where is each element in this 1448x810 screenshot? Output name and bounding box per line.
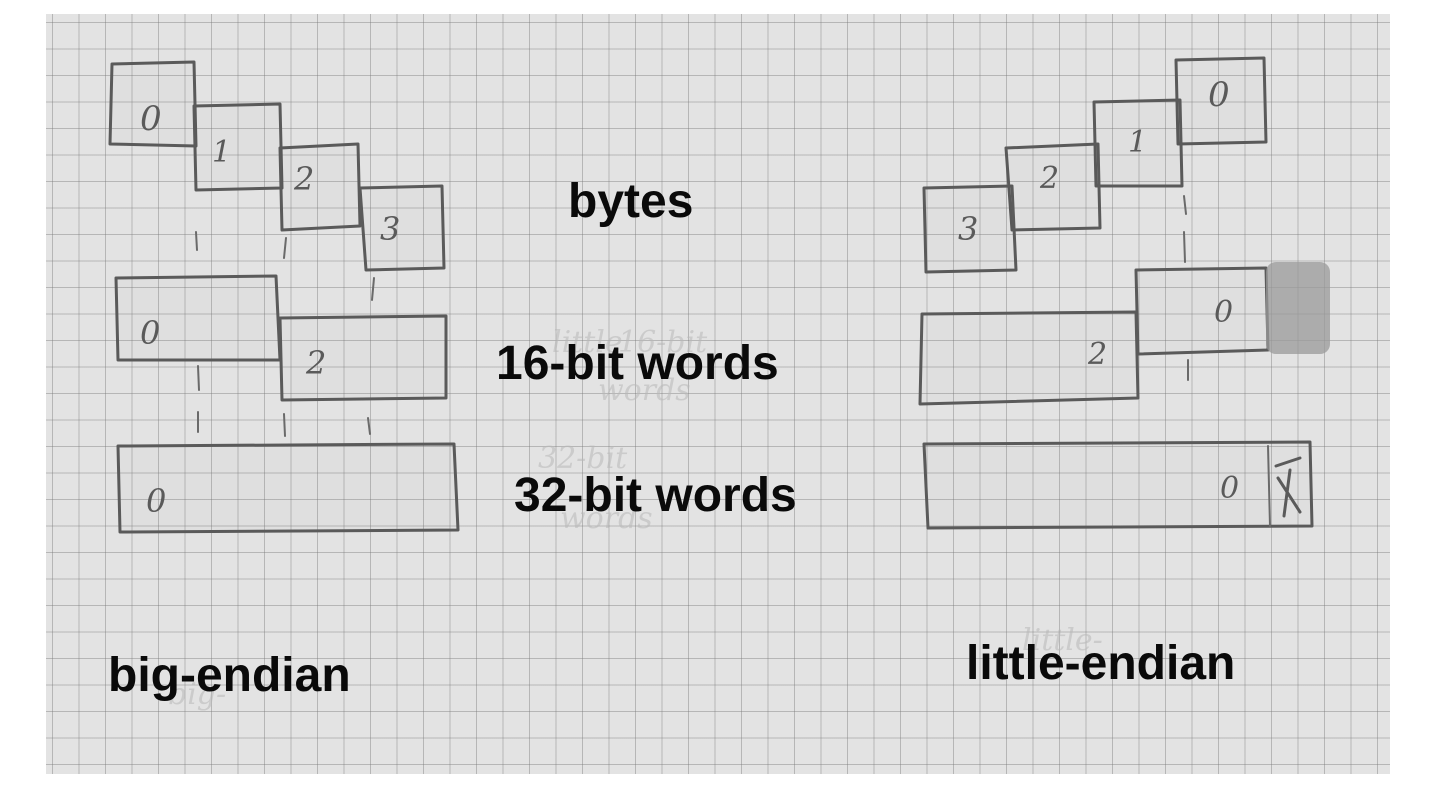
big-word16-box-2: [278, 314, 448, 402]
little-byte-digit-2: 2: [1039, 161, 1059, 196]
big-endian-32bit-word: 0: [116, 442, 460, 534]
big-byte-digit-2: 2: [293, 160, 314, 198]
faint-text-little: little: [552, 325, 623, 360]
faint-pencil-writing: little 16-bit words 32-bit words big- li…: [168, 325, 1103, 712]
big-byte-digit-1: 1: [212, 135, 231, 170]
little-word32-digit-0: 0: [1220, 471, 1239, 506]
big-word32-box-0: [116, 442, 460, 534]
faint-text-16bit: 16-bit: [618, 325, 708, 360]
big-byte-digit-0: 0: [140, 99, 162, 139]
faint-text-words-2: words: [560, 501, 653, 536]
faint-text-words-1: words: [598, 373, 691, 408]
little-byte-box-2: [1004, 142, 1102, 232]
little-endian-32bit-word: 0: [922, 440, 1314, 530]
little-word16-digit-0: 0: [1214, 295, 1233, 330]
big-endian-label: big-endian: [108, 649, 351, 702]
little-byte-digit-3: 3: [958, 210, 978, 248]
little-byte-digit-1: 1: [1128, 125, 1147, 160]
little-endian-label: little-endian: [966, 637, 1236, 690]
little-word32-box-0: [922, 440, 1314, 530]
scribble-mark: [1274, 456, 1302, 518]
big-endian-guide-ticks: [195, 231, 375, 437]
faint-text-little-2: little-: [1022, 623, 1103, 658]
bytes-label: bytes: [568, 175, 694, 228]
little-endian-16bit-words: 0 2: [918, 262, 1330, 406]
little-byte-digit-0: 0: [1208, 75, 1230, 115]
faint-text-32bit: 32-bit: [538, 441, 628, 476]
little-byte-box-0: [1174, 56, 1268, 146]
graph-paper-background: [46, 14, 1390, 774]
big-word32-digit-0: 0: [146, 482, 166, 520]
little-endian-guide-ticks: [1183, 195, 1189, 381]
little-word16-box-2: [918, 310, 1140, 406]
big-endian-bytes: 0 1 2 3: [108, 60, 446, 272]
big-word16-digit-0: 0: [140, 314, 160, 352]
16bit-words-label: 16-bit words: [496, 337, 779, 390]
big-endian-16bit-words: 0 2: [114, 274, 448, 402]
big-word16-digit-2: 2: [305, 344, 326, 382]
big-byte-box-1: [192, 102, 284, 192]
big-byte-box-3: [358, 184, 446, 272]
little-endian-bytes: 0 1 2 3: [922, 56, 1268, 274]
faint-text-big: big-: [168, 677, 226, 712]
little-word16-box-0: [1134, 266, 1270, 356]
little-byte-box-1: [1092, 98, 1184, 188]
little-word16-digit-2: 2: [1087, 337, 1107, 372]
big-byte-box-2: [278, 142, 362, 232]
pencil-smudge: [1266, 262, 1330, 354]
big-byte-digit-3: 3: [380, 210, 400, 248]
little-byte-box-3: [922, 184, 1018, 274]
32bit-words-label: 32-bit words: [514, 469, 797, 522]
